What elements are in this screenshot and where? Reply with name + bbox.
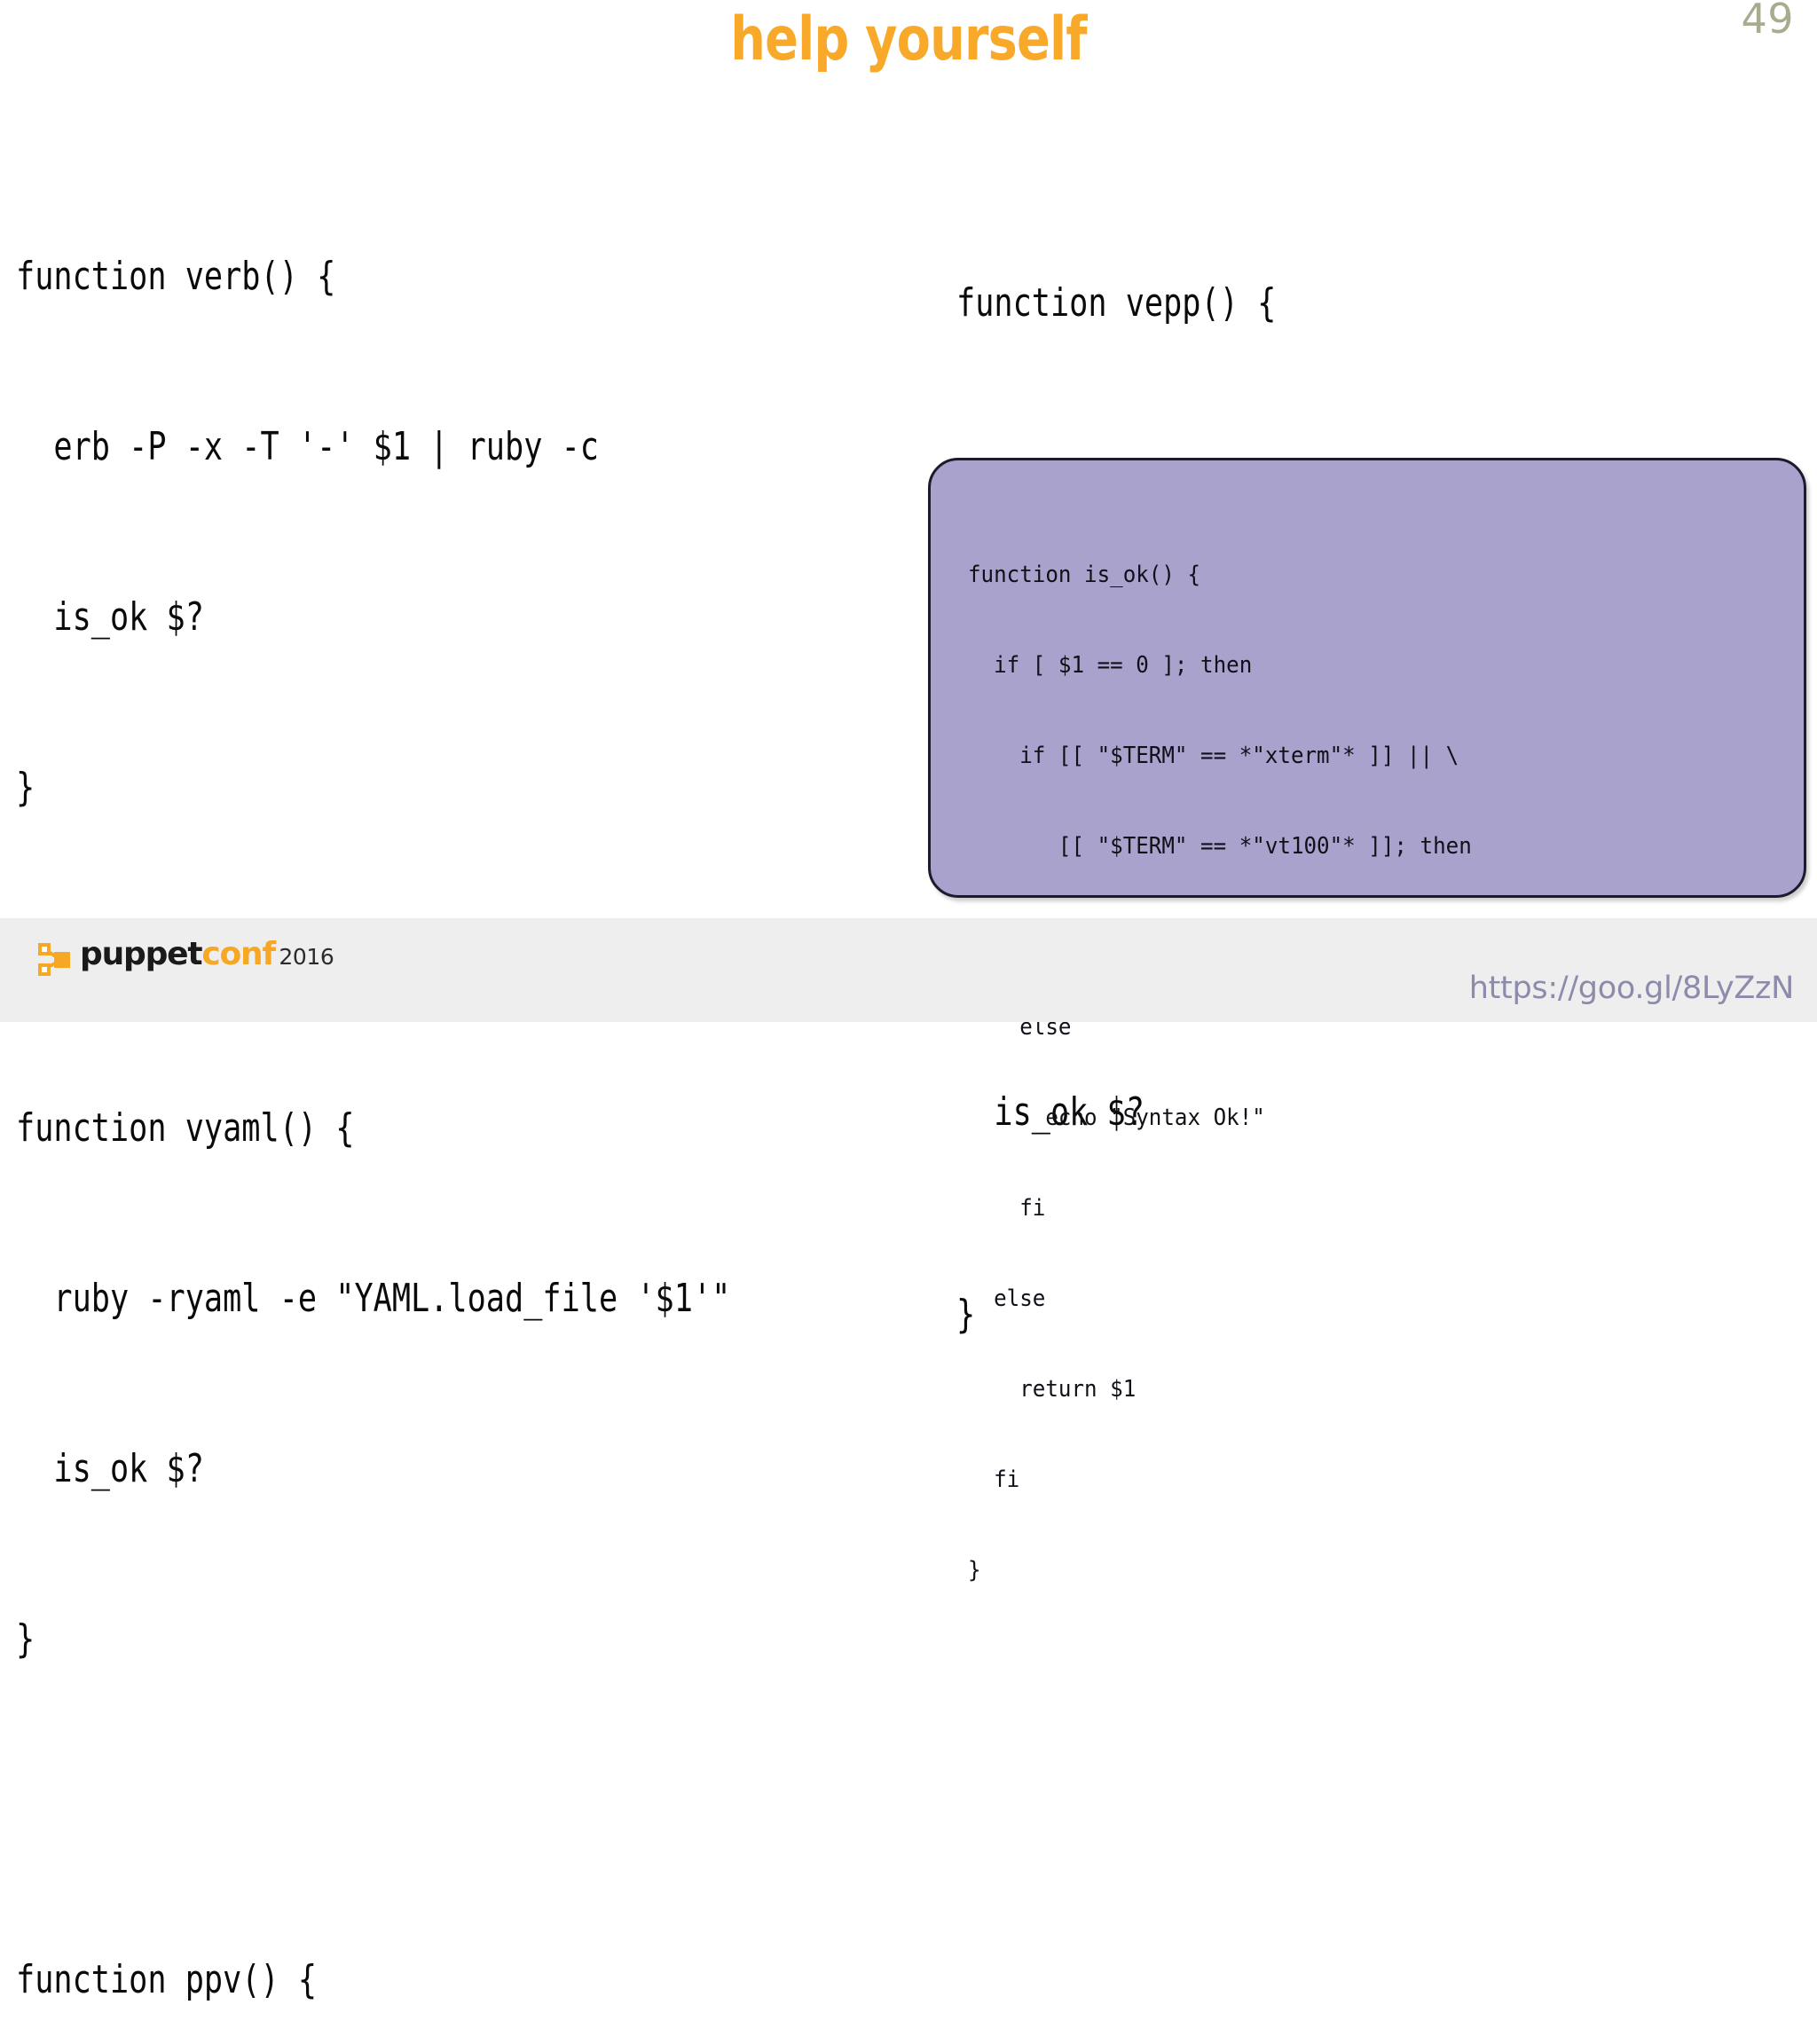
brand-text: puppetconf 2016 — [80, 938, 334, 971]
brand-year: 2016 — [279, 944, 334, 970]
code-line: is_ok $? — [16, 594, 204, 640]
code-line-blank — [16, 1781, 730, 1838]
code-line: function verb() { — [16, 254, 336, 299]
code-line: function vepp() { — [956, 280, 1277, 326]
callout-code-line: echo "Syntax Ok!" — [968, 1105, 1265, 1131]
callout-code-line: return $1 — [968, 1376, 1137, 1403]
brand-name-puppet: puppet — [80, 936, 203, 972]
callout-code-block: function is_ok() { if [ $1 == 0 ]; then … — [968, 499, 1640, 1646]
page-number: 49 — [1741, 0, 1794, 43]
callout-code-line: else — [968, 1285, 1046, 1312]
callout-code-line: [[ "$TERM" == *"vt100"* ]]; then — [968, 833, 1472, 860]
code-line: function ppv() { — [16, 1957, 318, 2002]
puppet-nodes-icon — [38, 943, 70, 976]
code-line: erb -P -x -T '-' $1 | ruby -c — [16, 424, 599, 469]
code-line: } — [16, 1616, 35, 1662]
callout-code-line: } — [968, 1557, 981, 1584]
brand-name-conf: conf — [201, 936, 276, 972]
callout-code-line: function is_ok() { — [968, 562, 1201, 588]
code-line: function vyaml() { — [16, 1105, 355, 1151]
code-block-left: function verb() { erb -P -x -T '-' $1 | … — [16, 135, 730, 2044]
callout-code-line: fi — [968, 1195, 1046, 1222]
callout-code-line: if [[ "$TERM" == *"xterm"* ]] || \ — [968, 743, 1459, 769]
page-title: help yourself — [730, 4, 1087, 75]
puppetconf-logo: puppetconf 2016 — [32, 938, 334, 980]
code-line: is_ok $? — [16, 1446, 204, 1491]
callout-code-line: if [ $1 == 0 ]; then — [968, 652, 1253, 679]
code-line: } — [16, 765, 35, 810]
code-line: ruby -ryaml -e "YAML.load_file '$1'" — [16, 1276, 731, 1321]
footer-link[interactable]: https://goo.gl/8LyZzN — [1468, 971, 1795, 1006]
callout-code-line: fi — [968, 1466, 1020, 1493]
is-ok-callout-box: function is_ok() { if [ $1 == 0 ]; then … — [928, 458, 1806, 1584]
slide-canvas: 49 help yourself function verb() { erb -… — [0, 0, 1817, 2002]
brand-wordmark: puppetconf — [80, 936, 276, 972]
slide-footer: puppetconf 2016 https://goo.gl/8LyZzN — [0, 918, 1817, 1022]
